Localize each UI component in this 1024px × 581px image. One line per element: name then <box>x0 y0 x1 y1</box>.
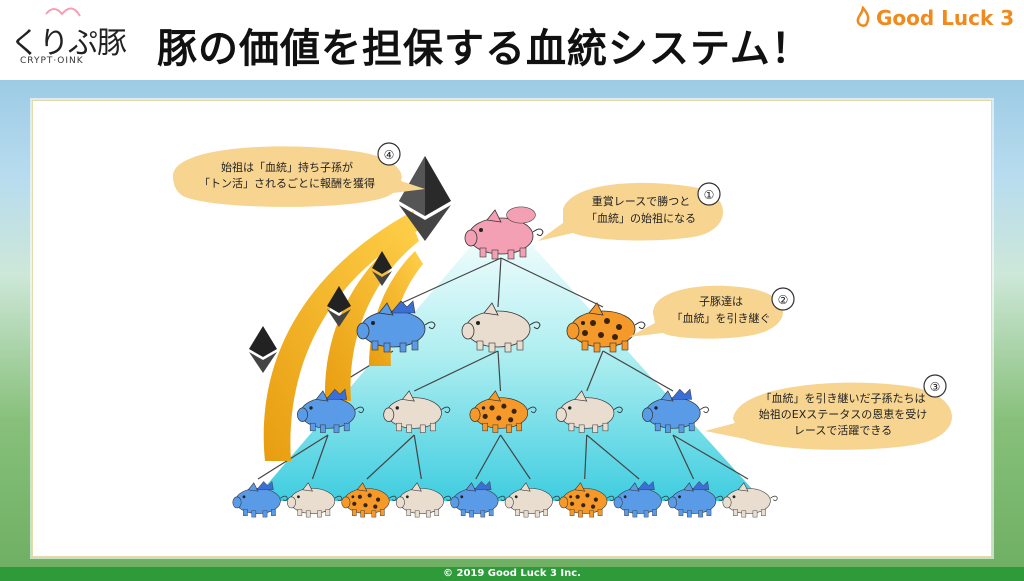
lineage-arrow <box>311 434 329 480</box>
lineage-arrow <box>257 434 329 480</box>
leopard-pig <box>341 482 397 518</box>
callout-1-line-1: 重賞レースで勝つと <box>592 194 690 208</box>
reward-arc-2 <box>324 226 419 401</box>
diagram-panel: 始祖は「血統」持ち子孫が 「トン活」されるごとに報酬を獲得 ④ 重賞レースで勝つ… <box>32 100 992 557</box>
callout-2: 子豚達は 「血統」を引き継ぐ ② <box>629 285 795 339</box>
lineage-arrows <box>257 257 749 480</box>
blue-pig <box>356 300 436 353</box>
callout-2-number: ② <box>778 293 789 307</box>
lineage-arrow <box>602 350 674 392</box>
lineage-arrow <box>392 257 502 308</box>
blue-pig <box>613 480 669 518</box>
lineage-arrow <box>586 350 604 392</box>
lineage-arrow <box>497 350 502 392</box>
callout-2-line-1: 子豚達は <box>699 295 743 308</box>
logo-subtitle: CRYPT·OINK <box>20 56 84 66</box>
callout-3-line-2: 始祖のEXステータスの恩恵を受け <box>759 407 928 421</box>
callout-4-line-2: 「トン活」されるごとに報酬を獲得 <box>199 176 375 190</box>
cream-pig <box>286 482 343 518</box>
pink-baby-pig <box>506 206 536 224</box>
ethereum-icon <box>372 251 392 286</box>
lineage-arrow <box>413 434 422 480</box>
callout-3: 「血統」を引き継いだ子孫たちは 始祖のEXステータスの恩恵を受け レースで活躍で… <box>705 374 952 450</box>
callout-4-number: ④ <box>384 148 395 162</box>
leopard-pig <box>566 302 646 353</box>
bloodline-diagram: 始祖は「血統」持ち子孫が 「トン活」されるごとに報酬を獲得 ④ 重賞レースで勝つ… <box>173 142 952 518</box>
copyright-text: © 2019 Good Luck 3 Inc. <box>443 568 581 579</box>
lineage-arrow <box>672 434 749 480</box>
callout-1-badge <box>697 182 721 206</box>
callout-3-number: ③ <box>930 380 941 394</box>
lineage-arrow <box>497 257 502 308</box>
callout-4-badge <box>377 142 401 166</box>
kuriputon-logo: くりぷ豚 CRYPT·OINK <box>6 4 127 74</box>
lineage-arrow <box>475 434 502 480</box>
lineage-arrow <box>586 434 640 480</box>
cream-pig <box>461 302 541 353</box>
ethereum-icon <box>249 326 277 373</box>
leopard-pig <box>559 482 615 518</box>
cream-pig <box>504 482 560 518</box>
lineage-arrow <box>584 434 588 480</box>
background-scene: 始祖は「血統」持ち子孫が 「トン活」されるごとに報酬を獲得 ④ 重賞レースで勝つ… <box>0 80 1024 567</box>
header: くりぷ豚 CRYPT·OINK 豚の価値を担保する血統システム！ Good Lu… <box>0 0 1024 80</box>
pyramid-background <box>253 211 763 501</box>
callout-4-line-1: 始祖は「血統」持ち子孫が <box>221 160 353 174</box>
brand-text: Good Luck 3 <box>876 6 1015 30</box>
cream-pig <box>395 482 452 518</box>
callout-2-line-2: 「血統」を引き継ぐ <box>672 311 771 325</box>
blue-pig <box>450 480 506 518</box>
blue-pig <box>232 480 288 518</box>
flame-icon <box>856 6 870 27</box>
ethereum-icon <box>327 286 351 327</box>
cream-pig <box>383 390 451 433</box>
logo-text: くりぷ豚 <box>10 26 127 61</box>
cream-pig <box>722 482 778 518</box>
leopard-pig <box>469 390 537 433</box>
blue-pig <box>668 480 724 518</box>
callout-4: 始祖は「血統」持ち子孫が 「トン活」されるごとに報酬を獲得 ④ <box>173 142 425 207</box>
callout-3-line-3: レースで活躍できる <box>794 424 892 437</box>
lineage-arrow <box>366 434 415 480</box>
cream-pig <box>555 390 623 433</box>
page-title: 豚の価値を担保する血統システム！ <box>157 26 812 72</box>
callout-1-number: ① <box>704 188 715 202</box>
blue-pig <box>297 388 365 433</box>
footer: © 2019 Good Luck 3 Inc. <box>0 567 1024 581</box>
callout-1: 重賞レースで勝つと 「血統」の始祖になる ① <box>538 182 723 241</box>
callout-2-badge <box>771 287 795 311</box>
pig-pyramid <box>232 206 778 518</box>
lineage-arrow <box>413 350 499 392</box>
brand-logo: Good Luck 3 <box>852 6 1024 30</box>
callout-3-badge <box>923 374 947 398</box>
lineage-arrow <box>672 434 695 480</box>
callout-3-line-1: 「血統」を引き継いだ子孫たちは <box>761 391 926 405</box>
pink-pig <box>464 209 544 260</box>
lineage-arrow <box>500 434 531 480</box>
blue-pig <box>642 388 710 433</box>
lineage-arrow <box>500 257 604 308</box>
pig-logo-icon <box>45 7 81 17</box>
callout-1-line-2: 「血統」の始祖になる <box>586 211 696 225</box>
